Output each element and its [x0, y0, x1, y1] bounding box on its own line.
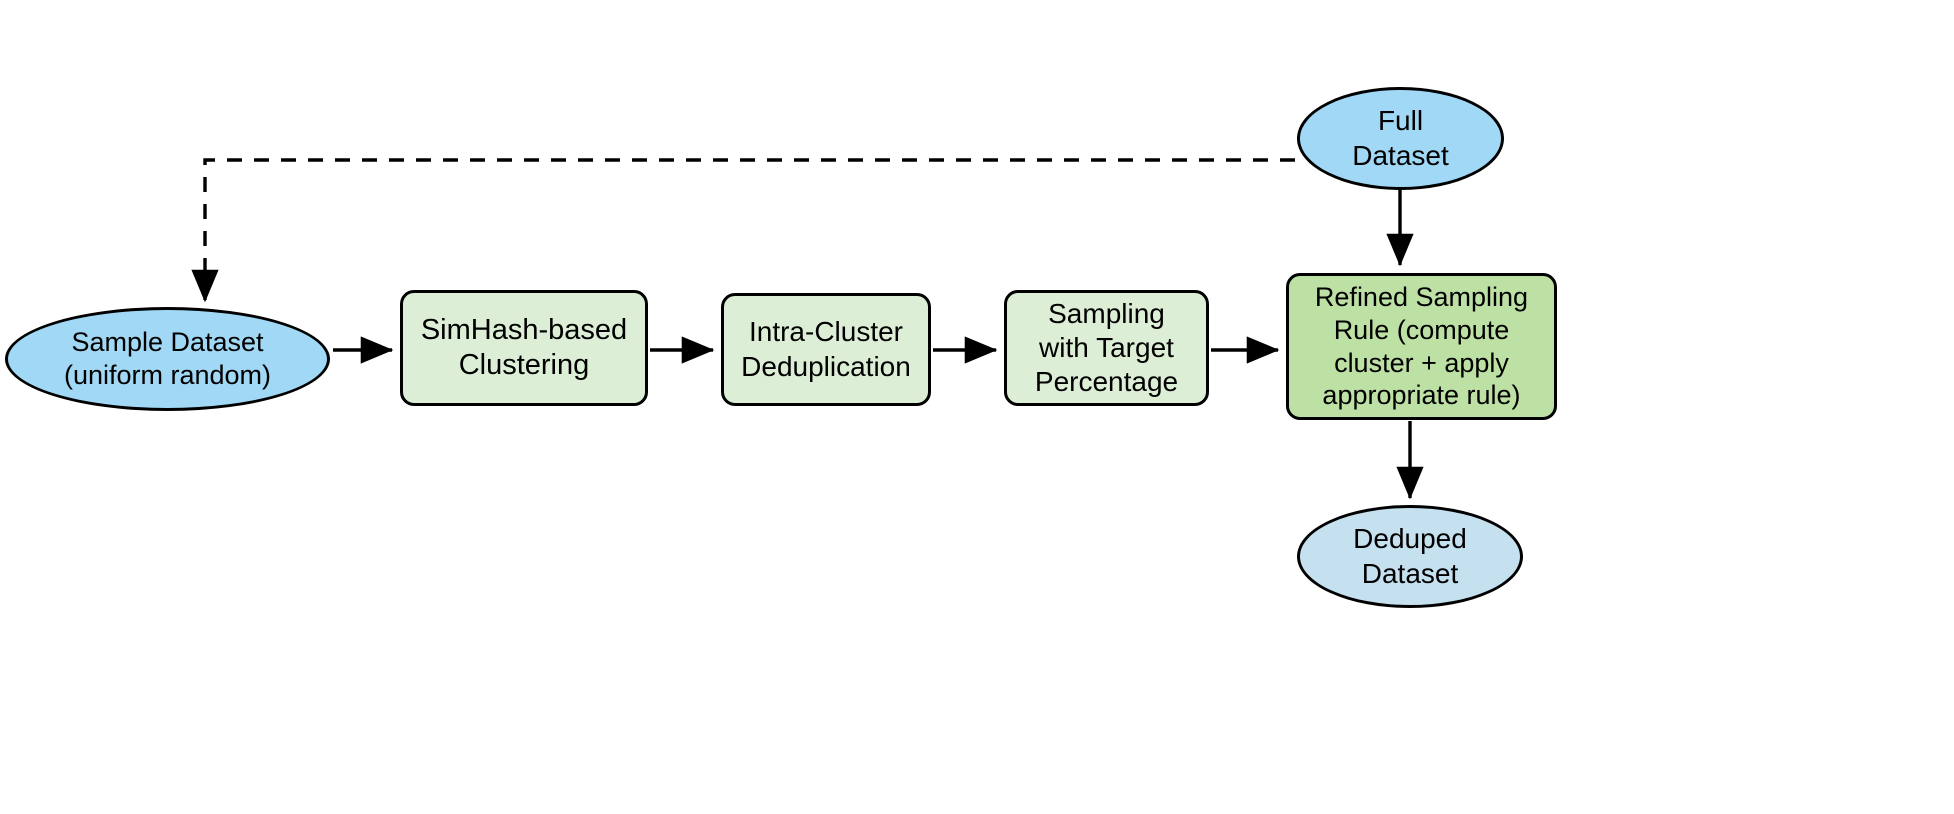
node-full-dataset-label: Full Dataset [1352, 105, 1449, 171]
node-refined-sampling-rule[interactable]: Refined Sampling Rule (compute cluster +… [1286, 273, 1557, 420]
node-simhash-clustering[interactable]: SimHash-based Clustering [400, 290, 648, 406]
node-simhash-clustering-label: SimHash-based Clustering [420, 313, 628, 381]
edge-full-dataset-to-sample-dataset [191, 158, 1295, 303]
node-deduped-dataset-label: Deduped Dataset [1353, 523, 1467, 589]
node-intra-cluster-dedup[interactable]: Intra-Cluster Deduplication [721, 293, 931, 406]
node-sampling-target-percentage-label: Sampling with Target Percentage [1034, 297, 1179, 398]
node-sample-dataset[interactable]: Sample Dataset (uniform random) [5, 307, 330, 411]
node-intra-cluster-dedup-label: Intra-Cluster Deduplication [741, 316, 911, 382]
node-deduped-dataset[interactable]: Deduped Dataset [1297, 505, 1523, 608]
node-sampling-target-percentage[interactable]: Sampling with Target Percentage [1004, 290, 1209, 406]
node-refined-sampling-rule-label: Refined Sampling Rule (compute cluster +… [1314, 281, 1529, 411]
node-sample-dataset-label: Sample Dataset (uniform random) [63, 327, 272, 390]
node-full-dataset[interactable]: Full Dataset [1297, 87, 1504, 190]
